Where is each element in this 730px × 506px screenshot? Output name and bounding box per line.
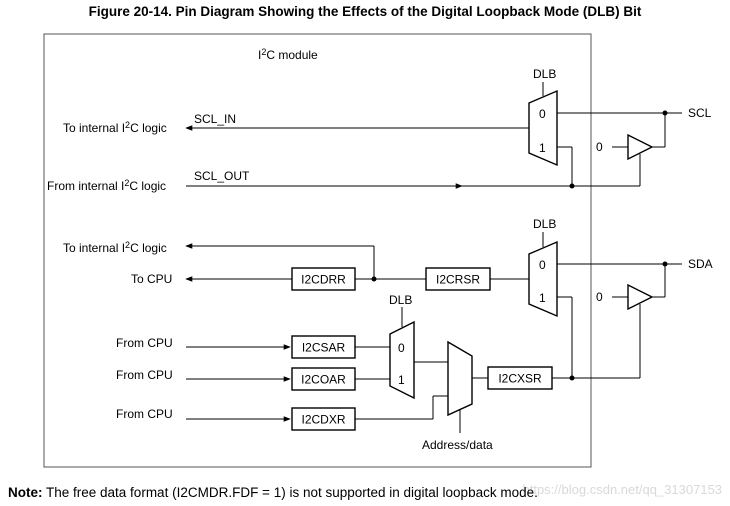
scl-mux-in0: 0 xyxy=(539,107,546,121)
i2cdrr-label: I2CDRR xyxy=(301,273,346,287)
scl-dlb-mux xyxy=(528,89,558,167)
sda-dlb-label: DLB xyxy=(533,217,556,231)
sda-mux-in0: 0 xyxy=(539,258,546,272)
watermark: https://blog.csdn.net/qq_31307153 xyxy=(522,482,723,497)
i2cdrr-register xyxy=(291,267,356,291)
figure-title: Figure 20-14. Pin Diagram Showing the Ef… xyxy=(88,4,642,19)
footnote: Note: The free data format (I2CMDR.FDF =… xyxy=(8,485,538,500)
scl-in-label: SCL_IN xyxy=(194,112,236,126)
scl-mux-in1: 1 xyxy=(539,141,546,155)
address-data-mux xyxy=(447,340,473,417)
sda-output-buffer xyxy=(627,283,654,311)
i2cxsr-register xyxy=(487,366,553,390)
address-data-label: Address/data xyxy=(422,438,493,452)
drr-tap-node xyxy=(371,276,377,282)
address-mux-in0: 0 xyxy=(398,341,405,355)
note-label: Note: xyxy=(8,485,43,500)
from-cpu-label-3: From CPU xyxy=(116,407,173,421)
sda-node xyxy=(662,261,668,267)
i2crsr-register xyxy=(425,267,491,291)
scl-section xyxy=(185,112,682,189)
module-label: I2C module xyxy=(258,47,318,62)
sda-buffer-input-label: 0 xyxy=(596,290,603,304)
scl-dlb-label: DLB xyxy=(533,67,556,81)
to-cpu-label: To CPU xyxy=(131,272,172,286)
scl-buffer-input-label: 0 xyxy=(596,140,603,154)
from-internal-logic-label: From internal I2C logic xyxy=(47,178,166,193)
to-internal-logic-label-1: To internal I2C logic xyxy=(63,120,167,135)
pin-diagram: I2C module DLB 0 1 SCL 0 SCL_IN SCL_OUT … xyxy=(43,33,713,468)
to-internal-logic-label-2: To internal I2C logic xyxy=(63,240,167,255)
scl-node xyxy=(662,110,668,116)
address-mux-in1: 1 xyxy=(398,373,405,387)
from-cpu-label-2: From CPU xyxy=(116,368,173,382)
address-mux-dlb-label: DLB xyxy=(389,293,412,307)
i2crsr-label: I2CRSR xyxy=(436,273,480,287)
scl-out-node xyxy=(569,183,575,189)
sda-section xyxy=(185,243,682,433)
scl-out-label: SCL_OUT xyxy=(194,169,250,183)
note-text: The free data format (I2CMDR.FDF = 1) is… xyxy=(42,485,538,500)
xsr-out-node xyxy=(569,375,575,381)
sda-pin-label: SDA xyxy=(688,257,713,271)
i2cxsr-label: I2CXSR xyxy=(498,372,542,386)
i2csar-register xyxy=(291,335,356,359)
i2c-module-boundary xyxy=(43,33,592,468)
scl-pin-label: SCL xyxy=(688,106,712,120)
sda-mux-in1: 1 xyxy=(539,291,546,305)
sda-dlb-mux xyxy=(528,240,558,318)
i2coar-register xyxy=(291,367,356,391)
scl-output-buffer xyxy=(627,133,654,161)
address-select-mux xyxy=(389,320,415,400)
i2cdxr-label: I2CDXR xyxy=(301,413,345,427)
i2csar-label: I2CSAR xyxy=(302,341,346,355)
i2cdxr-register xyxy=(291,407,356,431)
i2coar-label: I2COAR xyxy=(301,373,346,387)
from-cpu-label-1: From CPU xyxy=(116,336,173,350)
